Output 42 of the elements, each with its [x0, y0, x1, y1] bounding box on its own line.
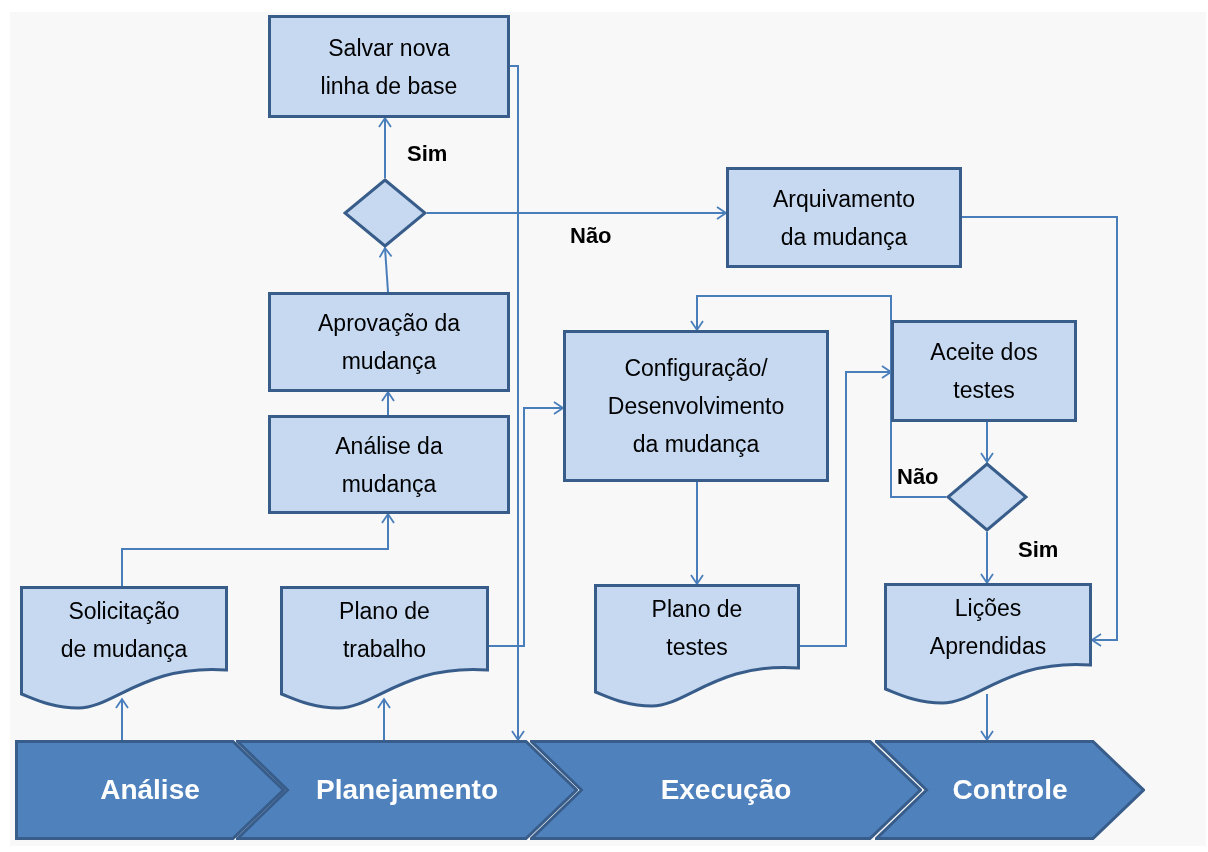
connector-arrow: [378, 117, 392, 179]
connector-arrow: [115, 698, 129, 741]
process-box: [563, 330, 829, 482]
connector-arrow: [121, 513, 395, 587]
node-label: Plano de testes: [650, 595, 744, 662]
process-box: [268, 292, 510, 392]
connector-arrow: [378, 247, 393, 293]
phase-banner: [236, 740, 578, 840]
node-label: Configuração/ Desenvolvimento da mudança: [606, 354, 786, 459]
node-label: Aceite dos testes: [929, 338, 1039, 405]
connector-arrow: [799, 365, 892, 647]
document-shape: [594, 584, 800, 708]
connector-arrow: [980, 531, 994, 584]
node-label: Lições Aprendidas: [928, 594, 1048, 661]
process-box: [268, 15, 510, 118]
document-shape: [884, 583, 1092, 705]
node-label: Solicitação de mudança: [59, 597, 189, 664]
phase-banner: [875, 740, 1145, 840]
connector-arrow: [980, 693, 994, 741]
process-box: [268, 415, 510, 514]
process-box: [726, 167, 962, 268]
connector-arrow: [509, 65, 525, 741]
connector-arrow: [690, 295, 947, 498]
phase-banner: [15, 740, 285, 840]
process-box: [891, 320, 1077, 422]
phase-label: Análise: [100, 773, 200, 807]
node-label: Arquivamento da mudança: [772, 184, 916, 252]
connector-arrow: [690, 481, 704, 585]
document-shape: [20, 586, 228, 710]
connector-arrow: [980, 421, 994, 463]
node-label: Salvar nova linha de base: [319, 33, 459, 101]
node-label: Análise da mudança: [334, 431, 444, 499]
connector-arrow: [426, 206, 727, 220]
connector-arrow: [377, 698, 391, 741]
node-label: Plano de trabalho: [338, 597, 431, 664]
connector-arrow: [961, 216, 1118, 647]
phase-label: Controle: [952, 773, 1068, 807]
connector-arrow: [381, 391, 395, 416]
phase-label: Planejamento: [315, 773, 499, 807]
node-label: Aprovação da mudança: [317, 309, 461, 376]
connector-arrow: [488, 401, 564, 647]
document-shape: [280, 586, 489, 710]
